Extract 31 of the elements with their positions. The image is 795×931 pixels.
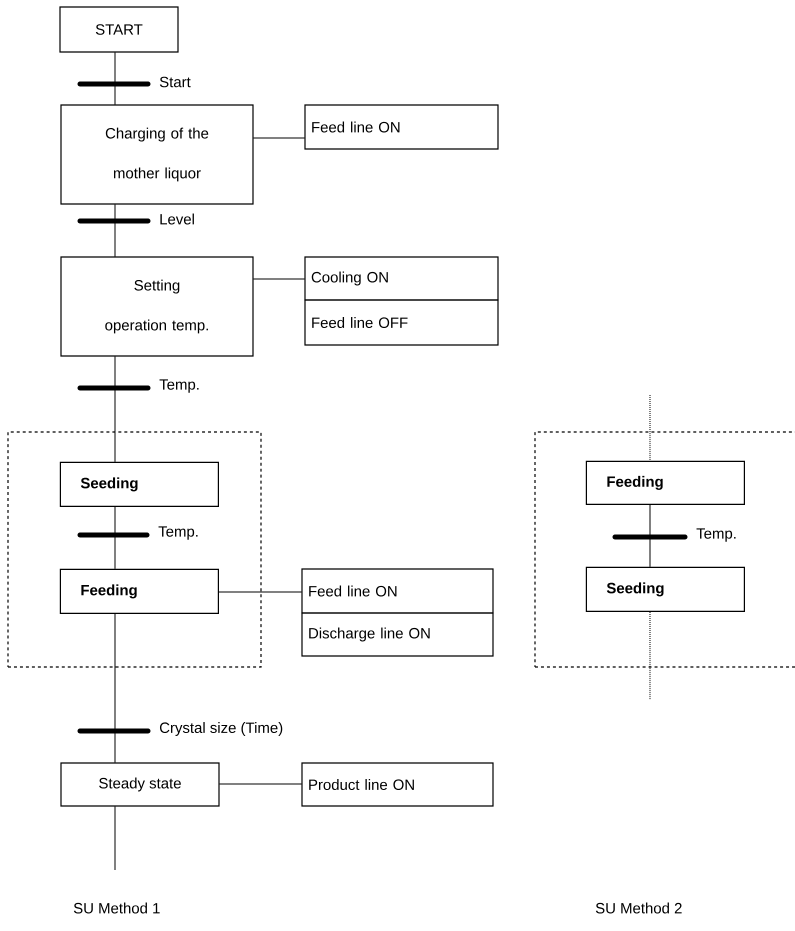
action-box: Feed line OFF <box>304 299 499 346</box>
method-caption: SU Method 1 <box>74 902 160 914</box>
action-box: Cooling ON <box>304 256 499 301</box>
step-box: Seeding <box>60 462 219 507</box>
connector-line <box>114 356 116 462</box>
step-box: START <box>59 6 179 53</box>
dashed-frame <box>7 431 262 668</box>
connector-line <box>114 614 116 763</box>
method-caption: SU Method 2 <box>596 902 682 914</box>
connector-line <box>253 278 305 280</box>
step-box: Seeding <box>586 566 745 612</box>
connector-line <box>114 506 116 570</box>
edge-label: Temp. <box>695 527 738 543</box>
action-box: Discharge line ON <box>301 612 494 657</box>
step-box: Feeding <box>60 568 219 614</box>
step-box: Setting operation temp. <box>60 256 254 357</box>
edge-label: Crystal size (Time) <box>158 721 284 737</box>
edge-label: Temp. <box>158 378 201 394</box>
action-box: Product line ON <box>301 762 494 807</box>
step-box: Steady state <box>60 762 220 807</box>
connector-line <box>114 806 116 870</box>
connector-line <box>114 52 116 105</box>
action-box: Feed line ON <box>301 568 494 614</box>
edge-label: Start <box>158 76 192 88</box>
edge-label: Level <box>158 212 196 226</box>
step-box: Feeding <box>586 460 745 505</box>
step-box: Charging of the mother liquor <box>60 104 254 205</box>
action-box: Feed line ON <box>304 104 499 150</box>
connector-line <box>114 204 116 257</box>
edge-label: Temp. <box>157 525 200 541</box>
dashed-frame <box>534 431 795 668</box>
